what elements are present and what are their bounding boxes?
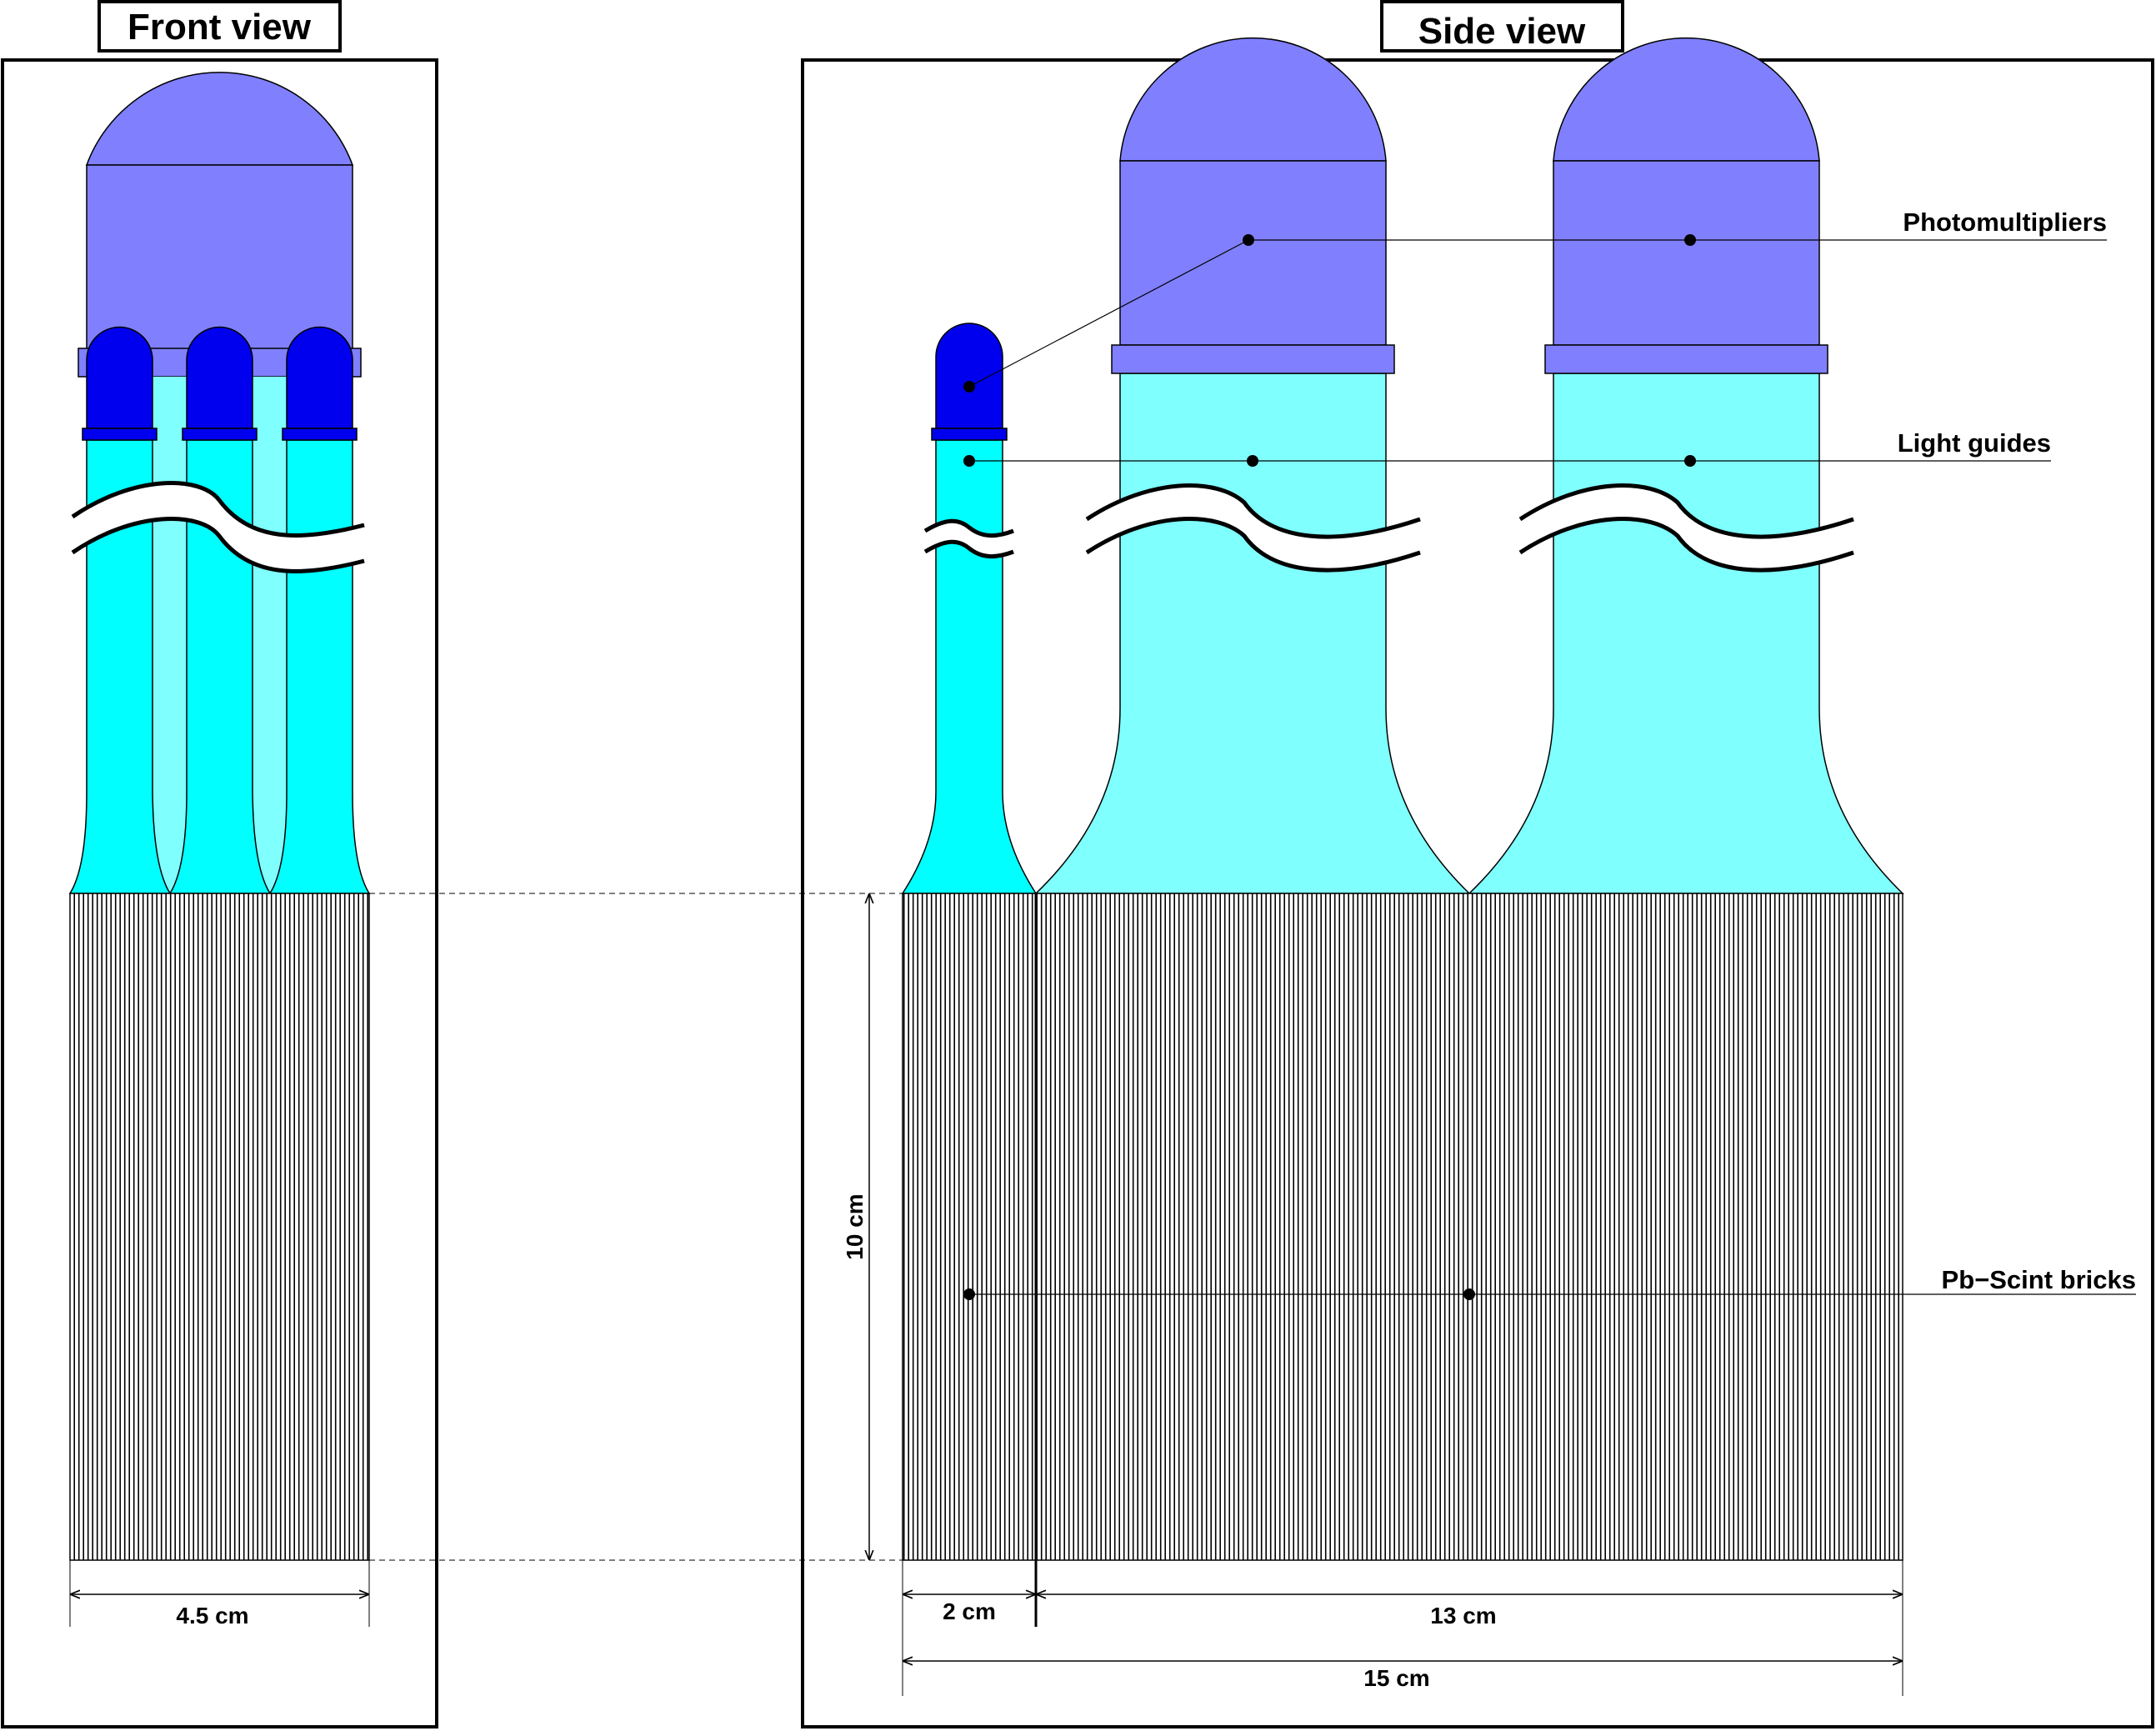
side-small-light-guide <box>901 439 1038 894</box>
side-large-label: 13 cm <box>1430 1603 1496 1628</box>
side-large-light-guide-2 <box>1468 373 1904 894</box>
front-pmt-large-dome <box>85 72 354 166</box>
bricks-label: Pb−Scint bricks <box>1942 1265 2136 1294</box>
side-large-light-guide-1 <box>1034 373 1471 894</box>
side-large-break-symbol-1 <box>1085 483 1421 573</box>
front-width-label: 4.5 cm <box>176 1603 248 1628</box>
height-label: 10 cm <box>842 1193 868 1259</box>
side-small-pmt <box>931 323 1008 441</box>
front-view-frame <box>1 58 438 1728</box>
side-view-frame <box>801 58 2154 1728</box>
front-pmt-large-body <box>86 164 353 351</box>
front-pmt-small-2 <box>182 326 258 441</box>
front-view-panel: Front view <box>1 0 438 1728</box>
light-guides-leader <box>963 455 2051 467</box>
side-pb-scint-brick-small <box>902 893 1037 1561</box>
side-large-pmt-2 <box>1544 37 1828 374</box>
photomultipliers-label: Photomultipliers <box>1903 208 2107 237</box>
side-small-break-symbol <box>923 518 1014 558</box>
side-view-title: Side view <box>1418 11 1586 52</box>
photomultipliers-leader <box>963 234 2107 393</box>
side-large-pmt-1 <box>1111 37 1395 374</box>
side-large-break-symbol-2 <box>1518 483 1854 573</box>
front-pmt-small-3 <box>282 326 358 441</box>
light-guides-label: Light guides <box>1898 428 2051 458</box>
front-view-title: Front view <box>128 7 312 48</box>
side-total-label: 15 cm <box>1363 1665 1429 1691</box>
side-pb-scint-brick-large <box>1035 893 1903 1561</box>
side-small-label: 2 cm <box>943 1598 996 1624</box>
side-view-panel: Side view <box>801 0 2154 1728</box>
front-pb-scint-brick <box>69 893 370 1561</box>
front-pmt-small-1 <box>82 326 158 441</box>
front-view-title-box <box>98 0 342 53</box>
bricks-leader <box>963 1288 2136 1300</box>
front-break-symbol <box>71 481 365 573</box>
side-view-title-box <box>1380 0 1624 53</box>
